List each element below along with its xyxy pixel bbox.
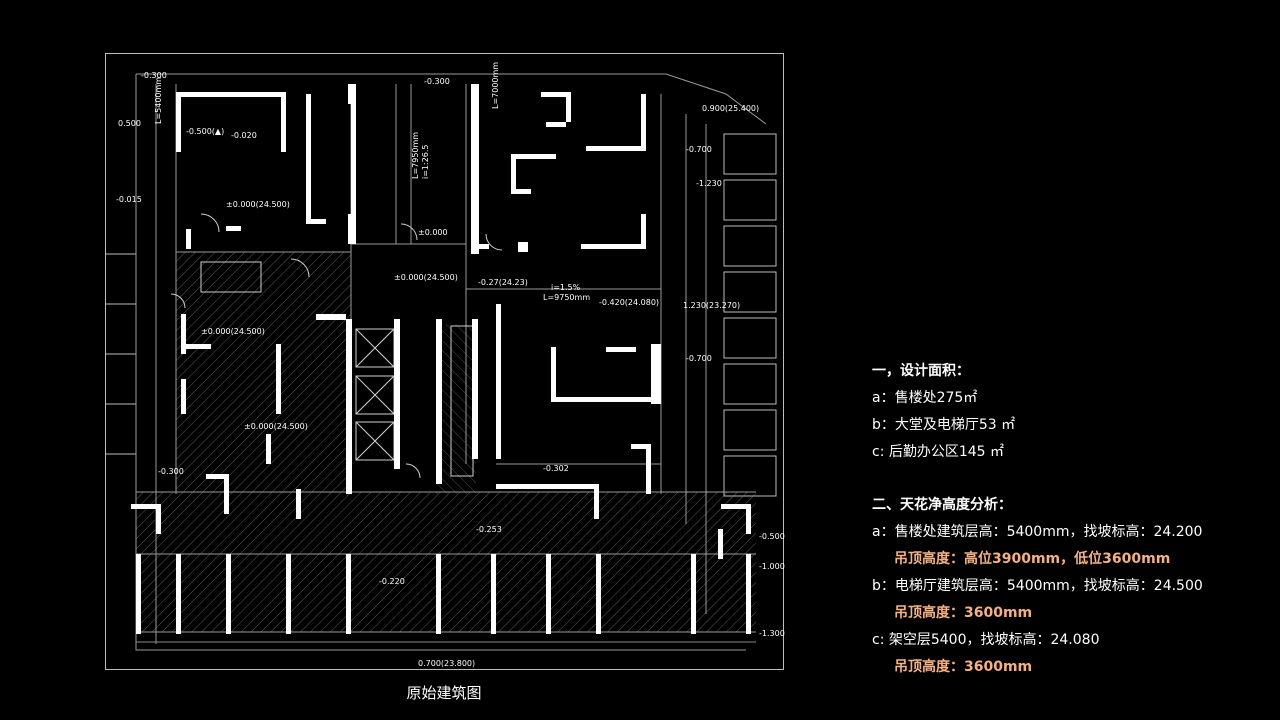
- dimension-label: ±0.000(24.500): [201, 327, 265, 336]
- section-gap: [872, 466, 1272, 492]
- dimension-label: -0.420(24.080): [599, 298, 659, 307]
- ceiling-a: a：售楼处建筑层高：5400mm，找坡标高：24.200: [872, 524, 1203, 540]
- dimension-label: ±0.000: [418, 228, 448, 237]
- floor-plan-drawing: -0.300 -0.300 0.500 -0.500(▲) -0.020 ±0.000(2…: [105, 53, 785, 670]
- dimension-label: -0.27(24.23): [478, 278, 528, 287]
- drawing-labels: -0.300 -0.300 0.500 -0.500(▲) -0.020 ±0.000(2…: [116, 62, 785, 668]
- dimension-label: L=9750mm: [543, 293, 590, 302]
- hatched-zone-core: [436, 324, 476, 494]
- drawing-caption: 原始建筑图: [406, 684, 482, 702]
- dimension-label: 0.700(23.800): [418, 659, 475, 668]
- area-c: c: 后勤办公区145 ㎡: [872, 444, 1005, 460]
- hatched-zone-left: [176, 252, 351, 492]
- dimension-label: -0.700: [686, 145, 712, 154]
- ceiling-b: b：电梯厅建筑层高：5400mm，找坡标高：24.500: [872, 578, 1203, 594]
- dimension-label: ±0.000(24.500): [394, 273, 458, 282]
- dimension-label: L=7000mm: [491, 62, 500, 109]
- dimension-label: 0.500: [118, 119, 141, 128]
- dimension-label: i=1:26.5: [421, 144, 430, 179]
- dimension-label: 0.900(25.400): [702, 104, 759, 113]
- stairwell-top-left: [200, 261, 262, 293]
- section-area-title: 一，设计面积：: [872, 363, 970, 379]
- hatched-zone-bottom: [136, 492, 756, 632]
- walls: [131, 84, 751, 634]
- dimension-label: L=7950mm: [411, 132, 420, 179]
- dimension-label: -0.020: [231, 131, 257, 140]
- dimension-label: -0.500: [759, 532, 785, 541]
- dimension-label: 1.230(23.270): [683, 301, 740, 310]
- dimension-label: -0.220: [379, 577, 405, 586]
- dimension-label: -0.300: [424, 77, 450, 86]
- dimension-label: -0.015: [116, 195, 142, 204]
- floor-plan-svg: -0.300 -0.300 0.500 -0.500(▲) -0.020 ±0.000(2…: [106, 62, 785, 668]
- area-b: b：大堂及电梯厅53 ㎡: [872, 417, 1016, 433]
- dimension-label: -0.302: [543, 464, 569, 473]
- dimension-label: -0.300: [158, 467, 184, 476]
- dimension-label: -1.300: [759, 629, 785, 638]
- ceiling-c-height: 吊顶高度：3600mm: [894, 659, 1033, 675]
- dimension-label: ±0.000(24.500): [226, 200, 290, 209]
- dimension-label: L=5400mm: [154, 77, 163, 124]
- dimension-label: -0.500(▲): [186, 127, 224, 136]
- dimension-label: ±0.000(24.500): [244, 422, 308, 431]
- ceiling-c: c: 架空层5400，找坡标高：24.080: [872, 632, 1100, 648]
- section-ceiling-title: 二、天花净高度分析：: [872, 497, 1012, 513]
- dimension-label: -1.230: [696, 179, 722, 188]
- dimension-label: -0.700: [686, 354, 712, 363]
- dimension-label: -1.000: [759, 562, 785, 571]
- area-a: a：售楼处275㎡: [872, 390, 978, 406]
- dimension-label: i=1.5%: [551, 283, 581, 292]
- ceiling-a-height: 吊顶高度：高位3900mm，低位3600mm: [894, 551, 1171, 567]
- design-notes: 一，设计面积： a：售楼处275㎡ b：大堂及电梯厅53 ㎡ c: 后勤办公区1…: [872, 358, 1272, 681]
- dimension-label: -0.253: [476, 525, 502, 534]
- dimension-label: -0.300: [141, 71, 167, 80]
- ceiling-b-height: 吊顶高度：3600mm: [894, 605, 1033, 621]
